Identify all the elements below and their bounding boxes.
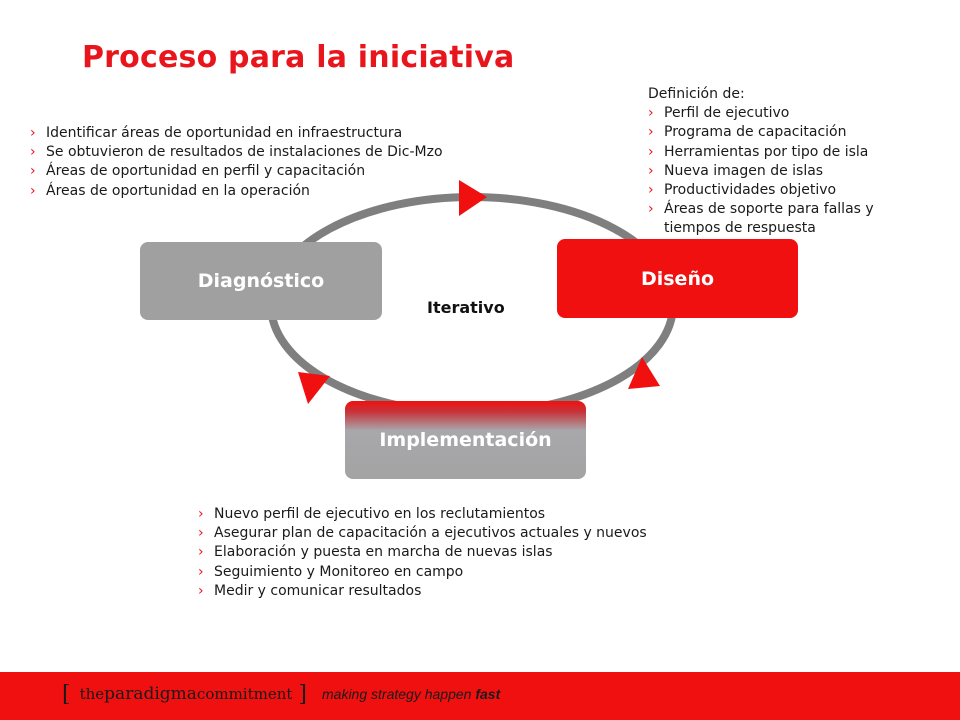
list-item-text: Nueva imagen de islas	[664, 162, 824, 179]
bullet-arrow-icon: ›	[198, 582, 204, 599]
page-title: Proceso para la iniciativa	[82, 40, 515, 75]
list-item-text: Elaboración y puesta en marcha de nuevas…	[214, 544, 553, 561]
diseno-bullet-list: › Perfil de ejecutivo › Programa de capacit…	[648, 104, 874, 238]
bullet-arrow-icon: ›	[198, 525, 204, 542]
list-item: › Áreas de oportunidad en la operación	[30, 182, 443, 201]
implementacion-stage-label: Implementación	[379, 429, 552, 451]
bullet-arrow-icon: ›	[30, 182, 36, 199]
bullet-arrow-icon: ›	[648, 201, 654, 218]
cycle-arrow-top	[459, 180, 487, 216]
tagline-emphasis: fast	[475, 686, 501, 702]
list-item: › Nuevo perfil de ejecutivo en los reclut…	[198, 505, 647, 524]
list-item: › Nueva imagen de islas	[648, 162, 874, 181]
list-item-text: Asegurar plan de capacitación a ejecutiv…	[214, 525, 647, 542]
list-item-text: Nuevo perfil de ejecutivo en los recluta…	[214, 506, 546, 522]
list-item-text: Seguimiento y Monitoreo en campo	[214, 563, 464, 580]
cycle-arrow-left	[298, 372, 330, 404]
brand-paradigma: paradigma	[104, 684, 197, 704]
list-item: › Áreas de oportunidad en perfil y capaci…	[30, 162, 443, 181]
footer-tagline: making strategy happen fast	[322, 686, 500, 702]
list-item-text: Herramientas por tipo de isla	[664, 143, 869, 160]
list-item-text: Se obtuvieron de resultados de instalaci…	[46, 144, 443, 161]
bullet-arrow-icon: ›	[648, 143, 654, 160]
list-item-text: Medir y comunicar resultados	[214, 582, 422, 599]
list-item: › Productividades objetivo	[648, 181, 874, 200]
tagline-text: making strategy happen	[322, 686, 472, 702]
list-item-text: Áreas de oportunidad en la operación	[46, 182, 310, 199]
implementacion-bullet-list: › Nuevo perfil de ejecutivo en los reclut…	[198, 505, 647, 601]
bullet-arrow-icon: ›	[648, 182, 654, 199]
bullet-arrow-icon: ›	[198, 506, 204, 522]
brand-logo: [ the paradigma commitment ]	[62, 681, 308, 707]
bullet-arrow-icon: ›	[198, 544, 204, 561]
list-item: › Medir y comunicar resultados	[198, 582, 647, 601]
diagnostico-stage-label: Diagnóstico	[197, 270, 325, 292]
list-item-text: Programa de capacitación	[664, 124, 847, 141]
bullet-arrow-icon: ›	[30, 163, 36, 180]
bullet-arrow-icon: ›	[648, 105, 654, 122]
diseno-stage-label: Diseño	[640, 267, 715, 290]
diseno-heading: Definición de:	[648, 86, 745, 102]
bullet-arrow-icon: ›	[648, 162, 654, 179]
list-item: › Asegurar plan de capacitación a ejecuti…	[198, 524, 647, 543]
brand-bracket-close: ]	[298, 681, 308, 707]
brand-bracket-open: [	[62, 681, 71, 707]
list-item-text: Perfil de ejecutivo	[664, 105, 790, 122]
list-item: › Programa de capacitación	[648, 123, 874, 142]
list-item: › Perfil de ejecutivo	[648, 104, 874, 123]
bullet-arrow-icon: ›	[648, 124, 654, 141]
brand-the: the	[79, 685, 105, 703]
footer-bar	[0, 672, 960, 720]
diagnostico-stage-box: Diagnóstico	[140, 242, 382, 320]
bullet-arrow-icon: ›	[30, 125, 36, 141]
list-item-text: Áreas de soporte para fallas y	[664, 201, 874, 218]
implementacion-stage-box: Implementación	[345, 401, 586, 479]
list-item-text: Áreas de oportunidad en perfil y capacit…	[46, 163, 366, 180]
list-item: › Identificar áreas de oportunidad en inf…	[30, 124, 443, 143]
bullet-arrow-icon: ›	[30, 144, 36, 161]
list-item: › Áreas de soporte para fallas y	[648, 200, 874, 219]
list-item: › Seguimiento y Monitoreo en campo	[198, 563, 647, 582]
diseno-definition-block: Definición de: › Perfil de ejecutivo › Prog…	[648, 85, 874, 239]
list-item-continuation: tiempos de respuesta	[664, 220, 816, 237]
list-item-text: Productividades objetivo	[664, 182, 837, 199]
list-item: › Herramientas por tipo de isla	[648, 143, 874, 162]
iterativo-label: Iterativo	[427, 298, 505, 317]
bullet-arrow-icon: ›	[198, 563, 204, 580]
diagnostico-bullet-list: › Identificar áreas de oportunidad en inf…	[30, 124, 443, 201]
list-item: › Elaboración y puesta en marcha de nueva…	[198, 543, 647, 562]
cycle-arrow-right	[628, 357, 660, 389]
list-item-text: Identificar áreas de oportunidad en infr…	[46, 125, 403, 141]
brand-commitment: commitment	[196, 685, 293, 703]
list-item: › Se obtuvieron de resultados de instalac…	[30, 143, 443, 162]
diseno-stage-box: Diseño	[557, 239, 798, 318]
